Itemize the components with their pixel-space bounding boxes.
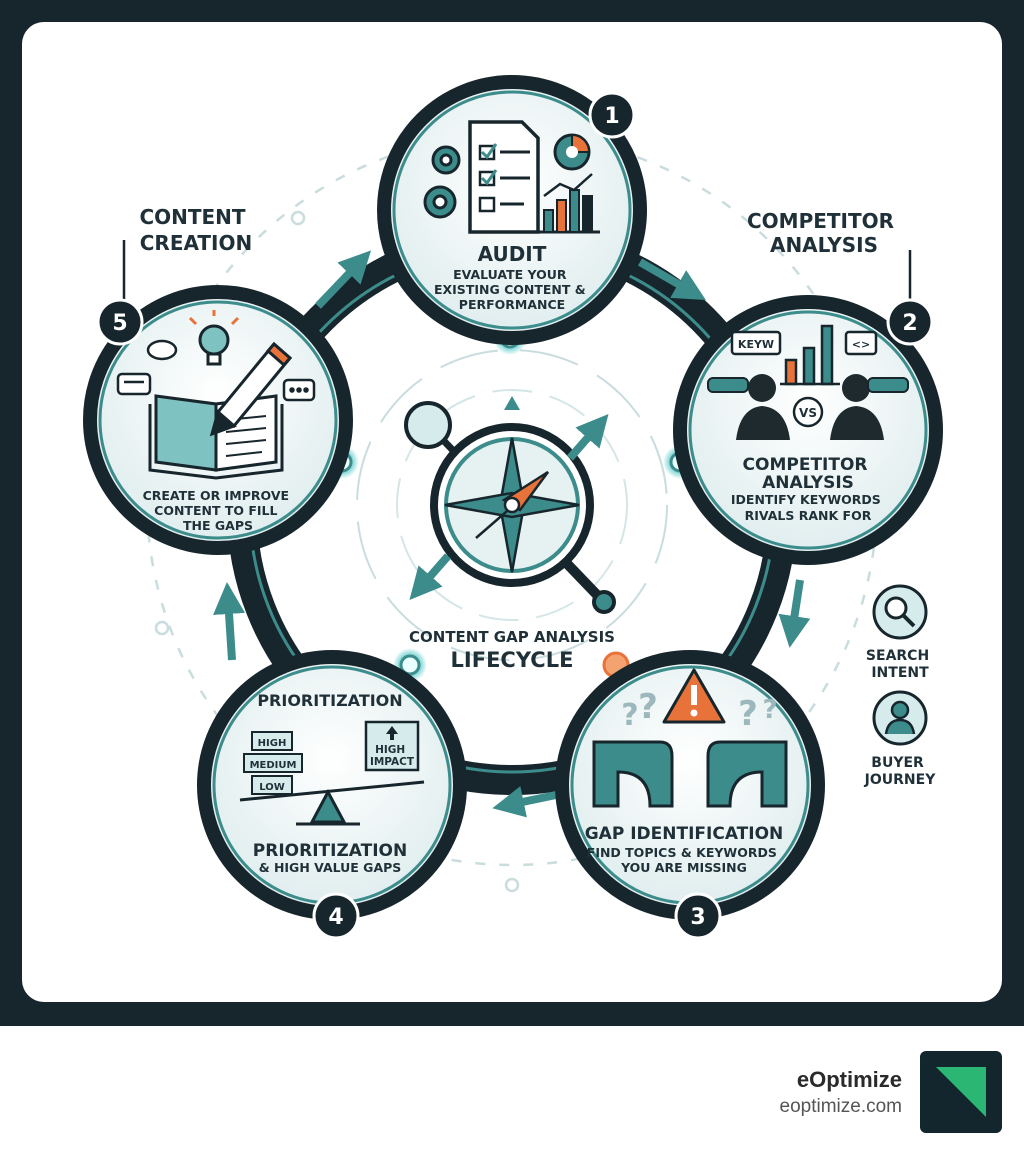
- gear-icon: [423, 145, 461, 219]
- gap-desc: FIND TOPICS & KEYWORDS YOU ARE MISSING: [587, 845, 781, 875]
- lifecycle-diagram: AUDIT EVALUATE YOUR EXISTING CONTENT & P…: [83, 75, 943, 940]
- compass-rose-icon: [444, 437, 580, 573]
- chat-bubble-icon: [116, 339, 316, 402]
- center-title-1: CONTENT GAP ANALYSIS: [409, 628, 615, 646]
- step-gap-identification: ? ? ? ? GAP IDENTIFICATION FIND TOPICS &…: [555, 650, 825, 940]
- orbit-dot: [504, 877, 520, 893]
- bar-chart-icon: [538, 173, 600, 234]
- prioritization-desc: & HIGH VALUE GAPS: [259, 860, 402, 875]
- question-mark-icon: ?: [762, 695, 777, 725]
- ring-arrow-2-3: [778, 579, 811, 648]
- brand-name: eOptimize: [796, 1067, 902, 1092]
- center-compass: CONTENT GAP ANALYSIS LIFECYCLE: [404, 396, 616, 672]
- high-impact-icon: HIGH IMPACT: [364, 720, 420, 772]
- ring-arrow-5-1: [315, 250, 372, 309]
- svg-text:HIGH IMPACT: HIGH IMPACT: [370, 744, 415, 768]
- step-number-badge: [674, 892, 722, 940]
- gap-title: GAP IDENTIFICATION: [585, 824, 784, 844]
- ring-arrow-1-2: [638, 258, 706, 300]
- inner-dashed-orbit: [356, 349, 668, 661]
- orbit-dot: [290, 210, 306, 226]
- pencil-icon: [209, 341, 293, 437]
- competitor-title: COMPETITOR ANALYSIS: [743, 455, 874, 493]
- creation-outer-label: CONTENT CREATION: [139, 205, 252, 255]
- lightbulb-icon: [188, 310, 240, 366]
- arrow-down-left-icon: [409, 553, 452, 601]
- brand-block: eOptimize eoptimize.com: [780, 1066, 903, 1120]
- pie-chart-icon: [553, 133, 591, 171]
- orbit-dot: [154, 620, 170, 636]
- warning-icon: [662, 668, 726, 724]
- step-number-badge: [312, 892, 360, 940]
- creation-desc: CREATE OR IMPROVE CONTENT TO FILL THE GA…: [143, 488, 294, 533]
- bar-chart-icon: [780, 324, 840, 386]
- keyword-tag: [730, 330, 782, 356]
- center-title-2: LIFECYCLE: [451, 648, 574, 672]
- svg-text:SEARCH INTENT: SEARCH INTENT: [866, 648, 934, 681]
- prioritization-title: PRIORITIZATION: [253, 841, 407, 861]
- code-tag-text: <>: [852, 338, 870, 351]
- svg-text:MEDIUM: MEDIUM: [250, 760, 297, 771]
- step-audit: AUDIT EVALUATE YOUR EXISTING CONTENT & P…: [377, 75, 647, 345]
- priority-levels-icon: HIGH MEDIUM LOW: [243, 731, 303, 795]
- step-prioritization: PRIORITIZATION HIGH MEDIUM LOW HIGH IMPA…: [197, 650, 467, 940]
- ring-arrow-3-4: [492, 786, 557, 818]
- step-number-badge: [96, 298, 144, 346]
- arrow-up-icon: [504, 396, 520, 410]
- question-mark-icon: ?: [638, 687, 658, 727]
- balance-scale-icon: [239, 780, 425, 826]
- step-content-creation: CREATE OR IMPROVE CONTENT TO FILL THE GA…: [83, 205, 353, 555]
- ring-arrow-4-5: [213, 582, 245, 661]
- prioritization-heading: PRIORITIZATION: [257, 691, 402, 710]
- step-number: 2: [902, 311, 917, 336]
- arrow-up-right-icon: [566, 413, 609, 461]
- svg-text:LOW: LOW: [259, 782, 285, 793]
- step-number: 1: [604, 104, 619, 129]
- inner-dashed-orbit-2: [396, 389, 628, 621]
- brand-url[interactable]: eoptimize.com: [779, 1096, 903, 1117]
- question-mark-icon: ?: [738, 694, 758, 734]
- competitor-outer-label: COMPETITOR ANALYSIS: [747, 209, 901, 257]
- audit-title: AUDIT: [478, 242, 547, 266]
- svg-text:BUYER JOURNEY: BUYER JOURNEY: [864, 755, 937, 788]
- puzzle-bridge-icon: [592, 740, 788, 808]
- side-item-buyer-journey: BUYER JOURNEY: [864, 690, 937, 788]
- competitor-silhouettes-icon: [707, 374, 909, 440]
- step-number: 3: [690, 905, 705, 930]
- svg-text:HIGH: HIGH: [258, 738, 287, 749]
- vs-badge: [792, 396, 824, 428]
- checklist-document-icon: [468, 120, 540, 234]
- step-competitor-analysis: KEYW <> VS COMPETITOR ANALYSIS IDENTIFY …: [673, 209, 943, 565]
- logo-mark-icon: [936, 1067, 986, 1117]
- vs-text: VS: [799, 406, 817, 420]
- side-item-search-intent: SEARCH INTENT: [866, 584, 934, 681]
- brand-logo: [920, 1051, 1002, 1133]
- step-number-badge: [588, 91, 636, 139]
- step-number: 4: [328, 905, 343, 930]
- step-number-badge: [886, 298, 934, 346]
- competitor-desc: IDENTIFY KEYWORDS RIVALS RANK FOR: [731, 492, 885, 523]
- glow-node: [399, 654, 421, 676]
- keyword-tag-text: KEYW: [738, 338, 774, 351]
- question-mark-icon: ?: [621, 698, 638, 733]
- audit-desc: EVALUATE YOUR EXISTING CONTENT & PERFORM…: [434, 267, 590, 312]
- step-number: 5: [112, 311, 127, 336]
- code-tag: [844, 330, 878, 356]
